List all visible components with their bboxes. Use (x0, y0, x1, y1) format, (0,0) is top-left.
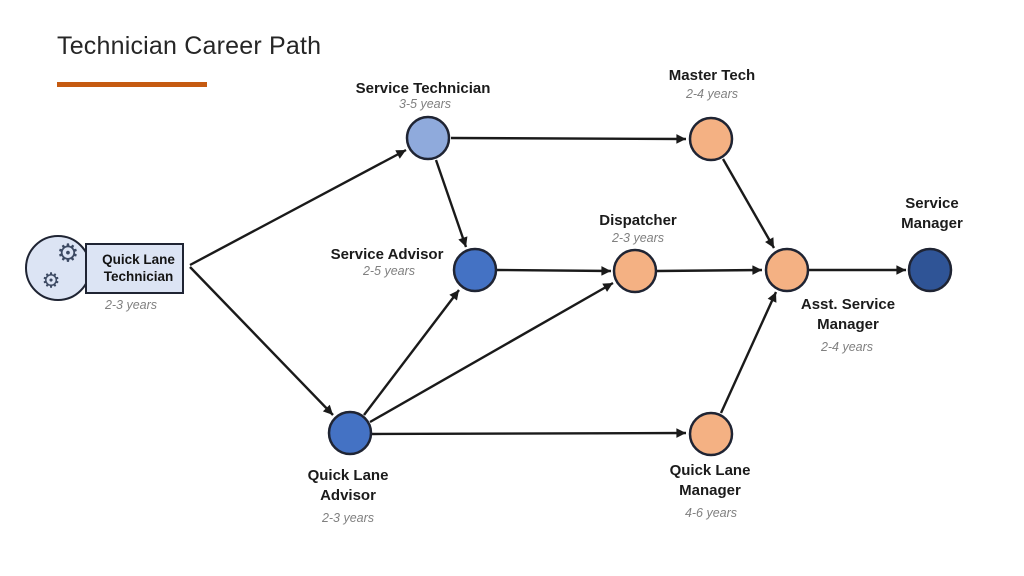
edge-service-technician-to-master-tech (450, 134, 687, 144)
slide-title: Technician Career Path (57, 32, 322, 60)
gear-icon: ⚙ (56, 239, 80, 268)
years-master-tech: 2-4 years (685, 87, 739, 101)
label-dispatcher: Dispatcher (599, 212, 677, 229)
start-node-label: Quick Lane Technician (102, 251, 175, 284)
label-asst-service-manager: Asst. Service Manager (800, 296, 896, 334)
years-service-technician: 3-5 years (398, 97, 452, 111)
years-asst-service-manager: 2-4 years (820, 340, 874, 354)
edge-qlt-to-quick-lane-advisor (189, 266, 334, 416)
node-master-tech[interactable] (688, 116, 734, 162)
edge-qlt-to-service-technician (189, 148, 407, 267)
start-node-years: 2-3 years (104, 298, 158, 312)
label-service-technician: Service Technician (355, 80, 491, 97)
node-service-manager[interactable] (907, 247, 953, 293)
label-master-tech: Master Tech (668, 67, 756, 84)
years-service-advisor: 2-5 years (362, 264, 416, 278)
edge-quick-lane-manager-to-asst-service-manager (719, 291, 778, 414)
edge-dispatcher-to-asst-service-manager (656, 265, 763, 275)
title-underline (57, 82, 207, 87)
node-service-technician[interactable] (405, 115, 451, 161)
edge-quick-lane-advisor-to-dispatcher (369, 281, 614, 424)
label-service-advisor: Service Advisor (330, 246, 444, 263)
label-quick-lane-advisor: Quick Lane Advisor (307, 467, 389, 505)
edge-service-technician-to-service-advisor (434, 159, 468, 248)
edge-quick-lane-advisor-to-quick-lane-manager (371, 428, 687, 438)
years-dispatcher: 2-3 years (611, 231, 665, 245)
node-dispatcher[interactable] (612, 248, 658, 294)
edge-master-tech-to-asst-service-manager (721, 158, 776, 249)
edge-quick-lane-advisor-to-service-advisor (363, 289, 460, 416)
node-asst-service-manager[interactable] (764, 247, 810, 293)
years-quick-lane-advisor: 2-3 years (321, 511, 375, 525)
label-service-manager: Service Manager (901, 195, 963, 233)
node-quick-lane-technician[interactable]: Quick Lane Technician (85, 243, 184, 294)
label-quick-lane-manager: Quick Lane Manager (669, 462, 751, 500)
years-quick-lane-manager: 4-6 years (684, 506, 738, 520)
gear-icon: ⚙ (41, 269, 61, 293)
edge-service-advisor-to-dispatcher (496, 266, 612, 276)
node-service-advisor[interactable] (452, 247, 498, 293)
node-quick-lane-advisor[interactable] (327, 410, 373, 456)
node-quick-lane-manager[interactable] (688, 411, 734, 457)
